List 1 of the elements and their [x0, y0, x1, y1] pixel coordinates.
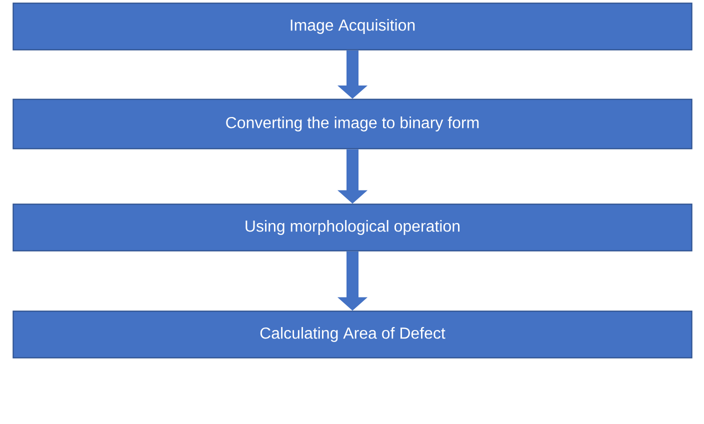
- process-box: Image Acquisition: [12, 2, 692, 50]
